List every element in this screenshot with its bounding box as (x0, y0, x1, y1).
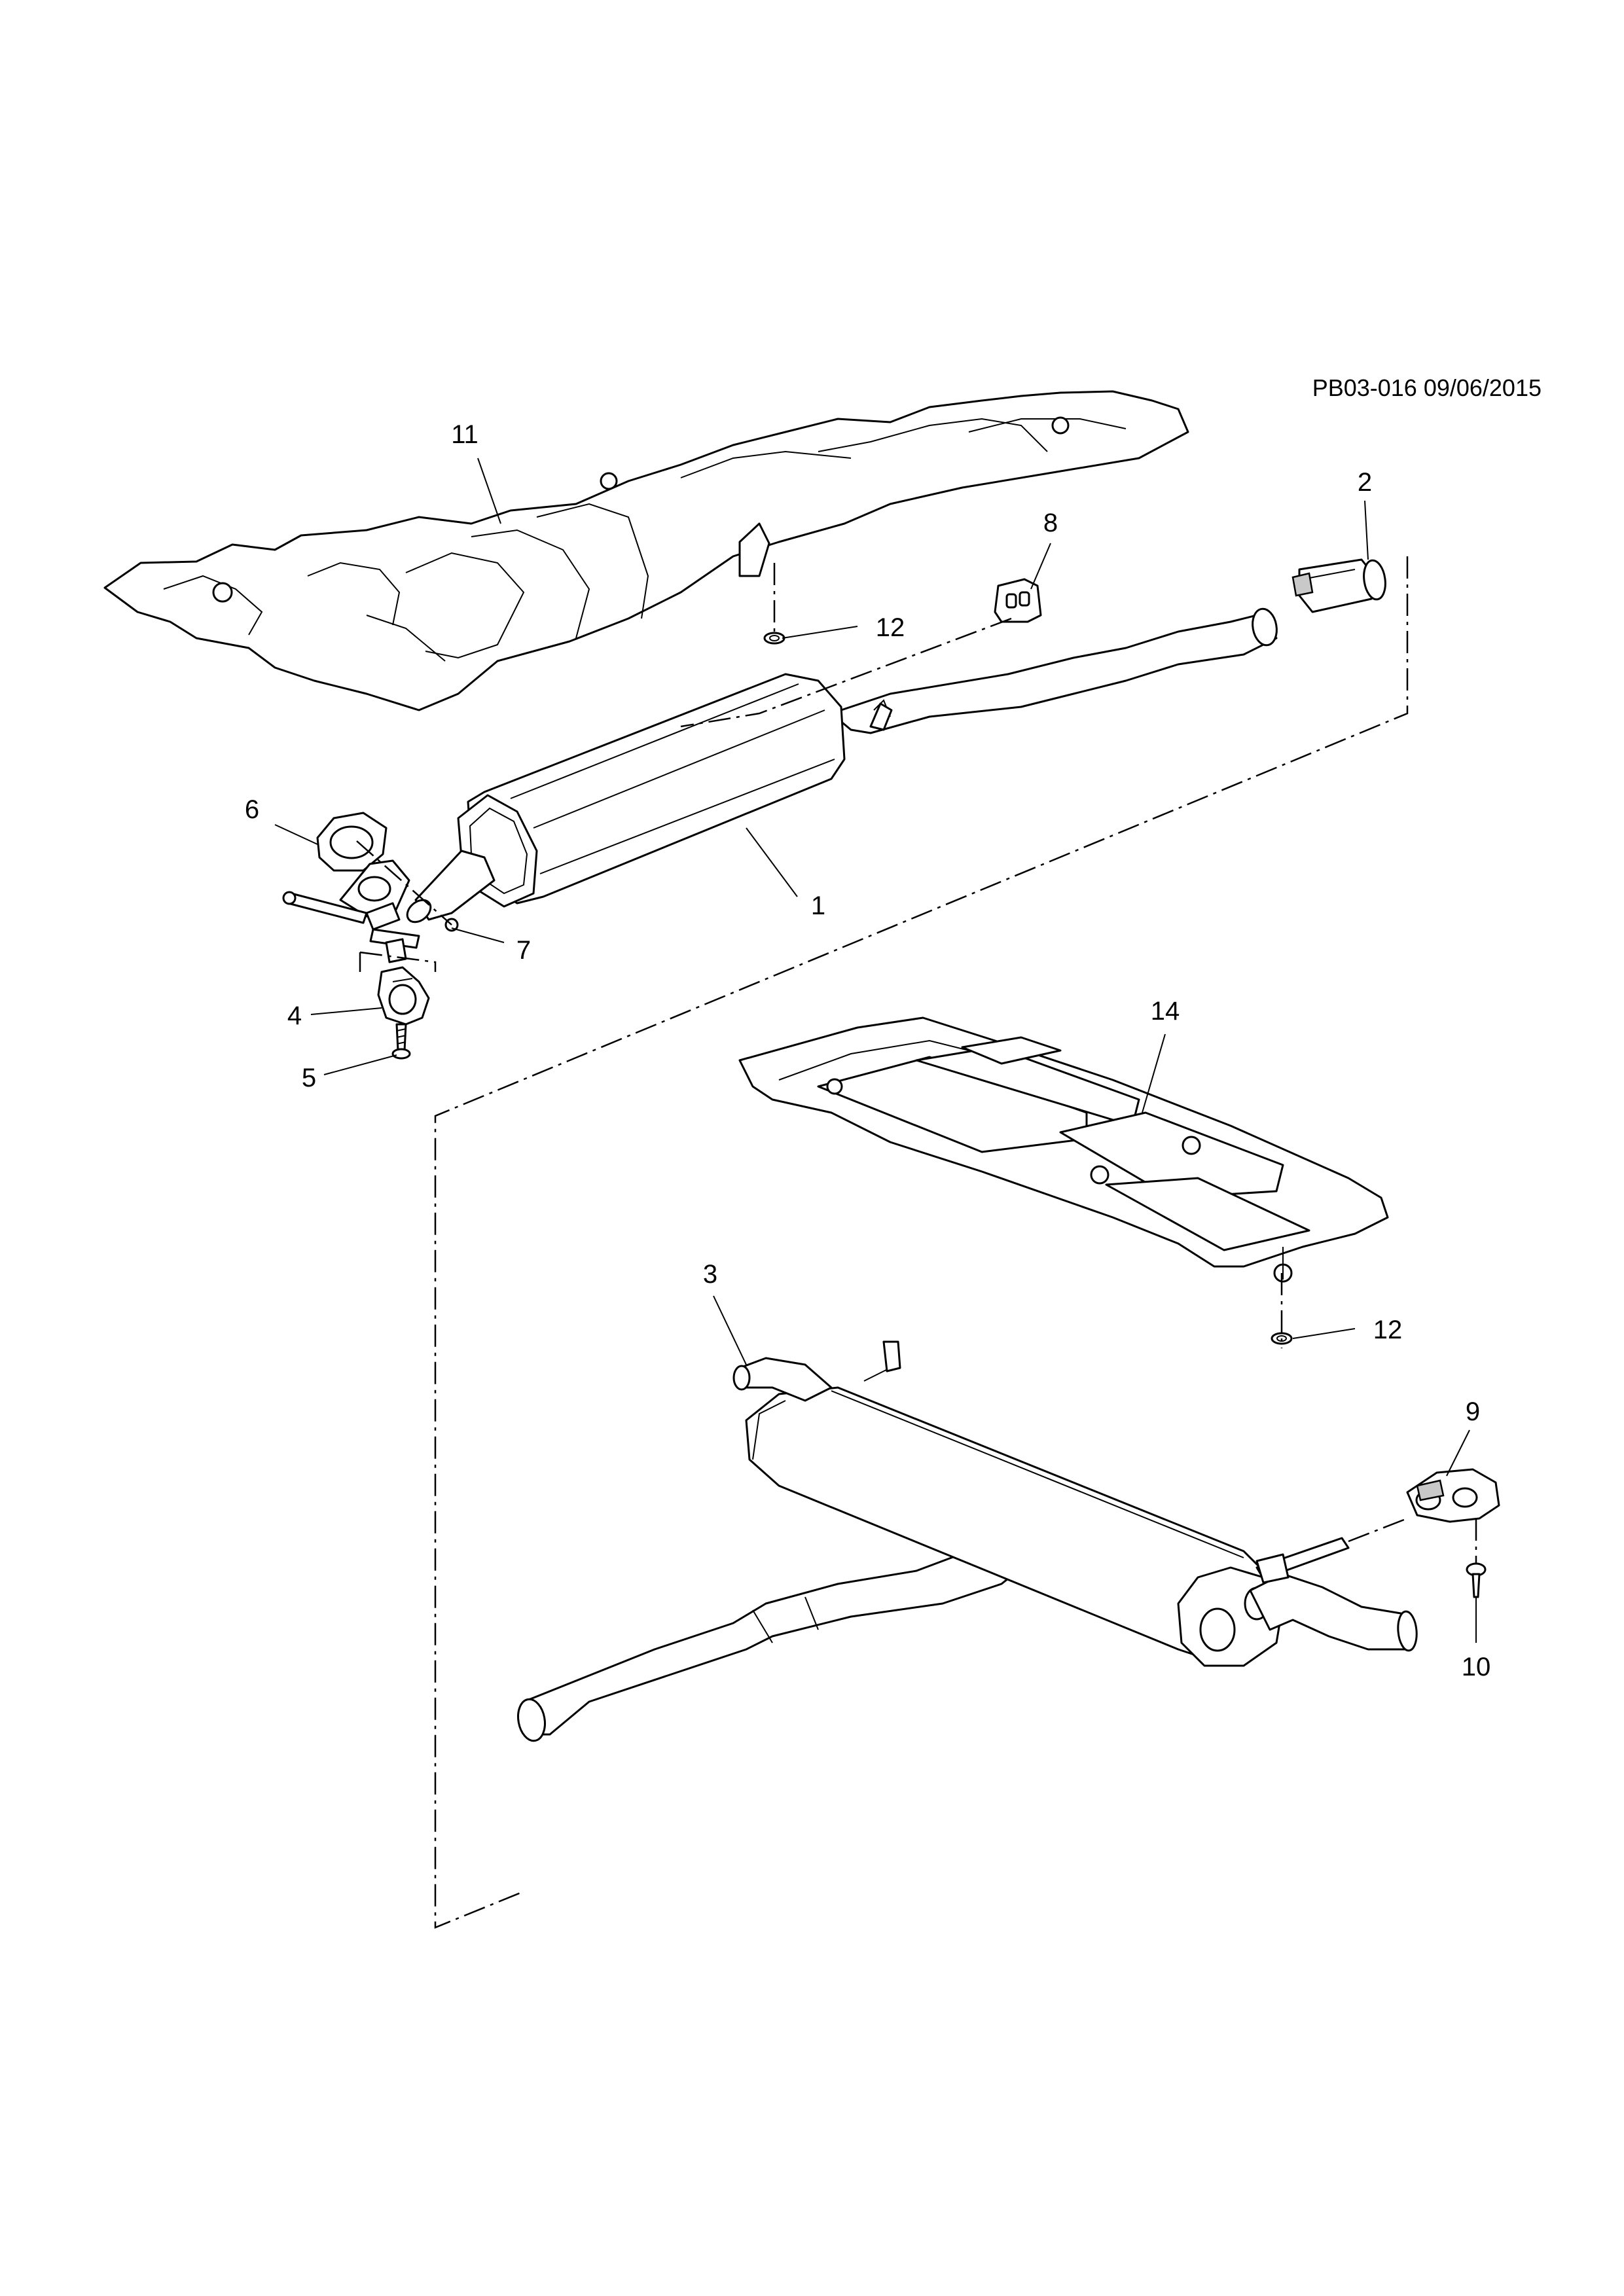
rear-bracket-bolt-part (1466, 1562, 1487, 1598)
callout-3: 3 (703, 1260, 717, 1289)
callout-12-upper: 12 (876, 613, 905, 642)
callout-9: 9 (1466, 1397, 1480, 1426)
clip-nut-upper-part (763, 632, 785, 645)
heat-shield-upper-part (103, 390, 1189, 711)
assembly-line-gasket-6 (356, 840, 452, 925)
diagram-reference-code: PB03-016 09/06/2015 (1312, 374, 1542, 401)
callout-6: 6 (245, 795, 259, 824)
callout-12-lower: 12 (1373, 1316, 1403, 1344)
callout-2: 2 (1358, 468, 1372, 497)
assembly-line-hanger-8 (680, 617, 1012, 728)
rear-muffler-part (517, 1340, 1418, 1742)
front-muffler-pipe-part (406, 607, 1278, 924)
hanger-bracket-part (377, 966, 430, 1026)
callout-5: 5 (302, 1064, 316, 1092)
callout-8: 8 (1043, 509, 1058, 537)
assembly-line-hanger-9 (1348, 1517, 1408, 1543)
leader-lines (274, 457, 1477, 1643)
flange-gasket-part (316, 812, 388, 872)
callout-10: 10 (1462, 1653, 1491, 1681)
rubber-hanger-part (994, 578, 1042, 623)
pipe-clamp-part (1291, 558, 1386, 613)
assembly-line-bracket-4 (359, 951, 437, 972)
bracket-screw-part (391, 1023, 411, 1060)
callout-11: 11 (451, 420, 478, 449)
assembly-line-main (434, 556, 1409, 1929)
rear-hanger-bracket-part (1406, 1468, 1500, 1523)
heat-shield-lower-part (738, 1016, 1389, 1283)
callout-1: 1 (811, 891, 825, 920)
callout-7: 7 (516, 936, 531, 965)
callout-4: 4 (287, 1001, 302, 1030)
callout-14: 14 (1151, 997, 1180, 1026)
